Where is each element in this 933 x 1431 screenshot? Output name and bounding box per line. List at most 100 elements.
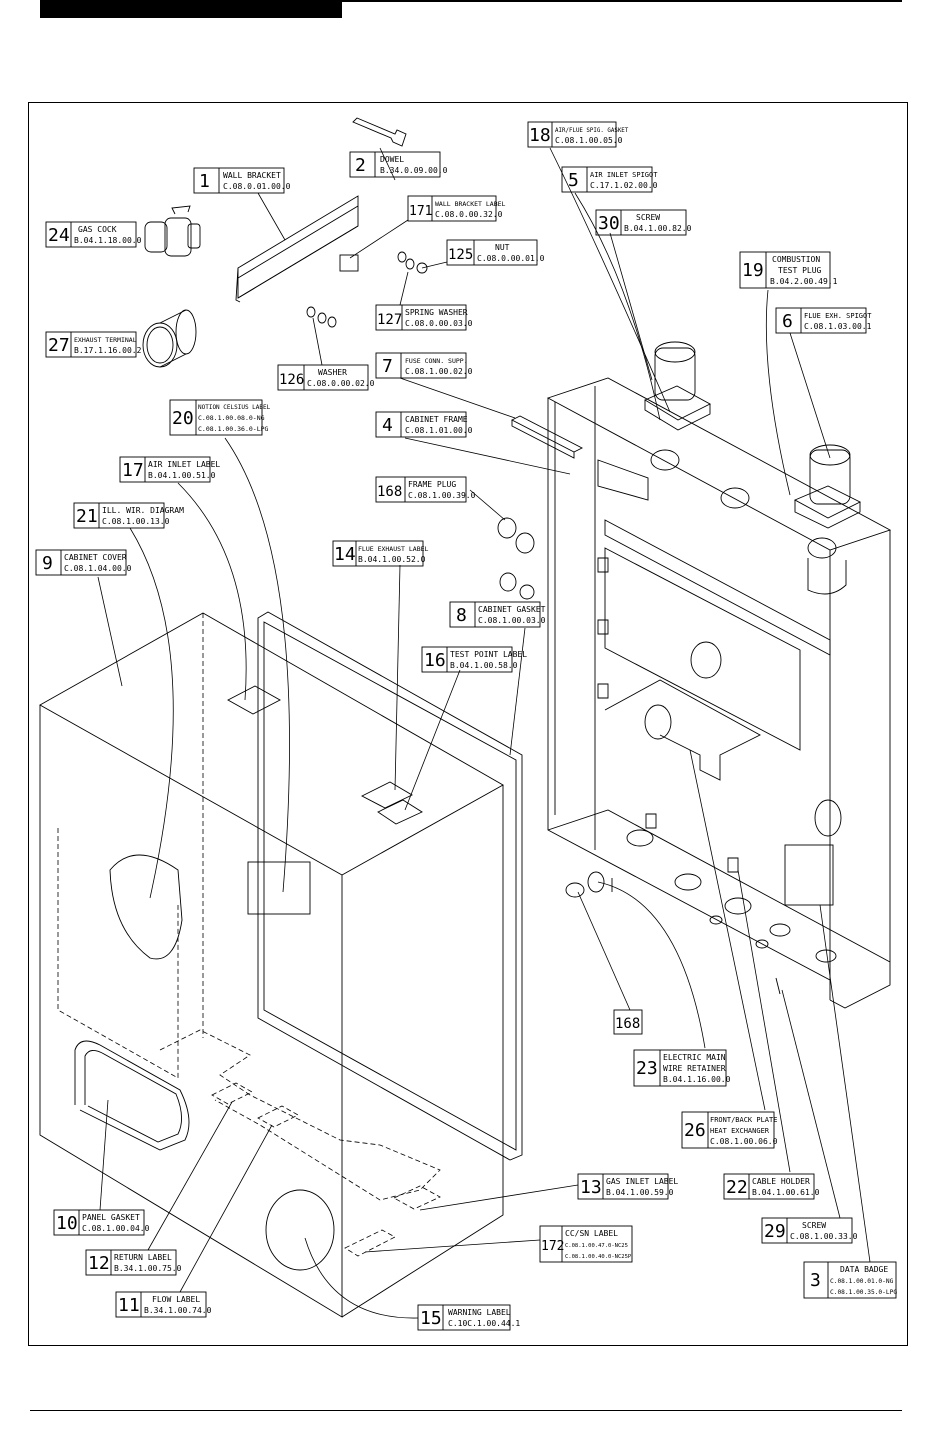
callout-code: C.08.1.00.02.0	[405, 367, 473, 376]
callout-22: 22 CABLE HOLDER B.04.1.00.61.0	[723, 1173, 820, 1200]
callout-code: C.08.1.00.01.0-NG	[830, 1278, 894, 1285]
callout-15: 15 WARNING LABEL C.10C.1.00.44.1	[417, 1304, 520, 1331]
callout-number: 171	[409, 204, 432, 219]
callout-number: 7	[382, 356, 393, 377]
callout-code: B.04.1.18.00.0	[74, 236, 142, 245]
callout-name: WALL BRACKET LABEL	[435, 200, 506, 208]
callout-code: C.08.1.01.00.0	[405, 426, 473, 435]
air-inlet-spigot-part	[644, 341, 711, 431]
callout-number: 10	[56, 1213, 78, 1234]
callout-125: 125 NUT C.08.0.00.01.0	[446, 239, 545, 266]
callout-10: 10 PANEL GASKET C.08.1.00.04.0	[53, 1209, 150, 1236]
callout-name: CABINET FRAME	[405, 415, 468, 424]
callout-14: 14 FLUE EXHAUST LABEL B.04.1.00.52.0	[332, 540, 429, 567]
callout-number: 9	[42, 553, 53, 574]
callout-name-line2: HEAT EXCHANGER	[710, 1127, 770, 1135]
callout-171: 171 WALL BRACKET LABEL C.08.0.00.32.0	[407, 195, 506, 222]
dowel-part	[352, 117, 407, 147]
callout-name: FLUE EXHAUST LABEL	[358, 545, 429, 553]
callout-name: DATA BADGE	[840, 1265, 888, 1274]
callout-13: 13 GAS INLET LABEL B.04.1.00.59.0	[577, 1173, 678, 1200]
callout-name: DOWEL	[380, 155, 404, 164]
callout-code: B.17.1.16.00.2	[74, 346, 142, 355]
callout-number: 26	[684, 1120, 706, 1141]
callout-number: 16	[424, 650, 446, 671]
callout-name: GAS COCK	[78, 225, 117, 234]
callout-name: AIR INLET LABEL	[148, 460, 220, 469]
callout-name: SCREW	[802, 1221, 826, 1230]
callout-number: 11	[118, 1295, 140, 1316]
callout-code: C.08.1.00.39.0	[408, 491, 476, 500]
callout-code: C.08.0.00.32.0	[435, 210, 503, 219]
wall-bracket-part	[235, 195, 359, 303]
callout-code: C.08.1.00.47.0-NC25	[565, 1243, 628, 1249]
callout-code: B.34.1.00.74.0	[144, 1306, 212, 1315]
callout-name: ILL. WIR. DIAGRAM	[102, 506, 184, 515]
callout-code: C.08.0.00.01.0	[477, 254, 545, 263]
callout-168-lower: 168	[613, 1009, 643, 1035]
callout-127: 127 SPRING WASHER C.08.0.00.03.0	[375, 304, 473, 331]
callout-number: 1	[199, 171, 210, 192]
callout-30: 30 SCREW B.04.1.00.82.0	[595, 209, 692, 236]
callout-number: 172	[541, 1239, 564, 1254]
callout-20: 20 NOTION CELSIUS LABEL C.08.1.00.08.0-N…	[169, 399, 271, 436]
callout-name-line2: WIRE RETAINER	[663, 1064, 726, 1073]
part-drawings	[39, 117, 892, 1318]
wall-bracket-label-part	[339, 254, 359, 272]
callout-name: WALL BRACKET	[223, 171, 281, 180]
callout-number: 17	[122, 460, 144, 481]
gas-cock-part	[144, 205, 201, 257]
callout-code: B.04.1.00.59.0	[606, 1188, 674, 1197]
callout-24: 24 GAS COCK B.04.1.18.00.0	[45, 221, 142, 248]
cabinet-gasket-part	[257, 611, 523, 1161]
cabinet-frame-part	[546, 377, 892, 1009]
callout-4: 4 CABINET FRAME C.08.1.01.00.0	[375, 411, 473, 438]
callout-1: 1 WALL BRACKET C.08.0.01.00.0	[193, 167, 291, 194]
callout-code: C.08.0.00.02.0	[307, 379, 375, 388]
callout-number: 27	[48, 335, 70, 356]
callout-code: B.04.1.00.58.0	[450, 661, 518, 670]
callout-name: ELECTRIC MAIN	[663, 1053, 726, 1062]
callout-8: 8 CABINET GASKET C.08.1.00.03.0	[449, 601, 546, 628]
callout-name: FRAME PLUG	[408, 480, 456, 489]
callout-11: 11 FLOW LABEL B.34.1.00.74.0	[115, 1291, 212, 1318]
callout-code: B.34.1.00.75.0	[114, 1264, 182, 1273]
callout-name: SCREW	[636, 213, 660, 222]
callout-code: C.08.1.00.04.0	[82, 1224, 150, 1233]
callout-name: WARNING LABEL	[448, 1308, 511, 1317]
callout-code: C.08.0.00.03.0	[405, 319, 473, 328]
callout-18: 18 AIR/FLUE SPIG. GASKET C.08.1.00.05.0	[527, 121, 629, 148]
callout-9: 9 CABINET COVER C.08.1.04.00.0	[35, 549, 132, 576]
callout-code: B.04.1.16.00.0	[663, 1075, 731, 1084]
flue-exh-spigot-part	[793, 444, 862, 595]
callout-name: PANEL GASKET	[82, 1213, 140, 1222]
callout-code: B.04.1.00.82.0	[624, 224, 692, 233]
callout-number: 18	[529, 125, 551, 146]
nuts-washers-part	[306, 251, 428, 328]
diagram-frame	[28, 102, 908, 1346]
callout-name: CABLE HOLDER	[752, 1177, 810, 1186]
callout-code: C.08.1.04.00.0	[64, 564, 132, 573]
callout-3: 3 DATA BADGE C.08.1.00.01.0-NG C.08.1.00…	[803, 1261, 897, 1299]
callout-name: CC/SN LABEL	[565, 1229, 618, 1238]
callout-name: GAS INLET LABEL	[606, 1177, 678, 1186]
callout-12: 12 RETURN LABEL B.34.1.00.75.0	[85, 1249, 182, 1276]
callout-code: C.08.1.00.33.0	[790, 1232, 858, 1241]
callout-name: FRONT/BACK PLATE	[710, 1116, 777, 1124]
callout-code: C.08.1.00.05.0	[555, 136, 623, 145]
callout-number: 2	[355, 155, 366, 176]
callout-code: C.08.1.00.08.0-NG	[198, 414, 265, 422]
callout-name: FUSE CONN. SUPP.	[405, 357, 468, 365]
callout-name: AIR INLET SPIGOT	[590, 171, 658, 179]
exhaust-terminal-part	[142, 309, 197, 368]
callout-126: 126 WASHER C.08.0.00.02.0	[277, 364, 375, 391]
callout-code: B.04.2.00.49.1	[770, 277, 838, 286]
callout-code: B.04.1.00.52.0	[358, 555, 426, 564]
callout-number: 19	[742, 260, 764, 281]
callout-number: 168	[377, 484, 402, 500]
leader-lines	[97, 147, 871, 1319]
callout-number: 6	[782, 311, 793, 332]
fuse-support-part	[511, 415, 583, 459]
callout-23: 23 ELECTRIC MAIN WIRE RETAINER B.04.1.16…	[633, 1049, 731, 1087]
